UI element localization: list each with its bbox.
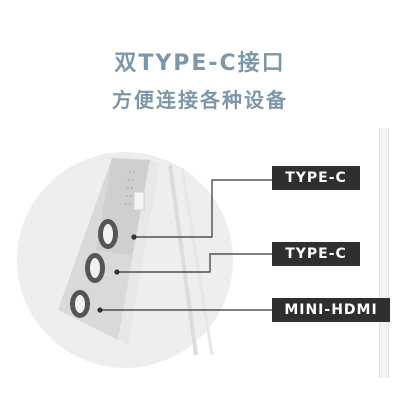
side-button <box>133 191 145 211</box>
stand-leg-back <box>180 167 214 356</box>
heading-line-2: 方便连接各种设备 <box>112 88 288 112</box>
type-c-port-1 <box>98 219 118 249</box>
label-mini-hdmi: MINI-HDMI <box>272 298 390 322</box>
leader-lines <box>97 179 272 313</box>
stand-leg <box>168 164 198 356</box>
vent-dots <box>124 170 136 206</box>
device-edge-highlight <box>118 160 160 345</box>
leader-line-1 <box>134 179 272 238</box>
label-type-c-2: TYPE-C <box>272 242 360 266</box>
leader-line-2 <box>117 253 272 273</box>
label-type-c-1: TYPE-C <box>272 166 360 190</box>
monitor-edge <box>379 128 389 378</box>
type-c-port-2 <box>85 253 105 283</box>
mini-hdmi-port <box>70 290 90 318</box>
heading-line-1: 双TYPE-C接口 <box>114 51 286 76</box>
